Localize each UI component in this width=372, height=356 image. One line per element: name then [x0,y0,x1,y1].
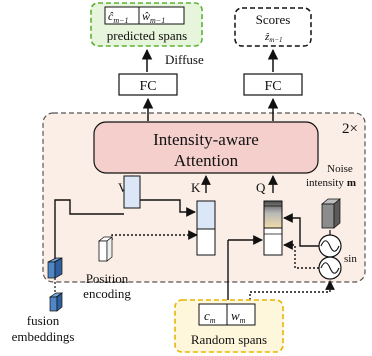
line-sin-to-q-bottom [283,240,319,269]
attention-block: Intensity-aware Attention [93,121,319,174]
noise-intensity-line1: Noise [327,163,353,175]
k-label: K [191,180,201,195]
position-encoding-line2: encoding [83,286,131,301]
fc-right-label: FC [264,79,281,94]
q-token-span [263,227,283,256]
fusion-embedding-cube-top [47,257,63,279]
position-encoding-line1: Position [86,271,129,286]
noise-intensity-cube [321,198,341,229]
predicted-spans-caption: predicted spans [107,28,188,43]
v-label: V [118,180,128,195]
random-spans-caption: Random spans [191,332,267,347]
repeat-label: 2× [342,121,358,137]
attention-title-line2: Attention [174,151,239,170]
fc-right-box: FC [243,73,303,96]
k-token-content [196,200,216,230]
random-w-cell: wm [231,308,246,325]
fusion-embedding-cube [48,292,64,312]
sin-encoder-icon-upper [318,234,342,258]
q-label: Q [256,180,266,195]
k-token-position [196,228,216,256]
scores-title: Scores [256,12,291,27]
scores-box: Scores ẑm−1 [234,7,312,47]
sin-encoder-icon-lower [318,256,342,280]
fc-left-label: FC [139,79,156,94]
line-v-to-k [140,199,196,217]
fusion-embeddings-line1: fusion [27,313,60,328]
predicted-w-cell: ŵm−1 [142,9,165,25]
fc-left-box: FC [118,73,178,96]
fusion-embeddings-line2: embeddings [12,329,75,344]
sin-label: sin [344,253,357,265]
scores-value: ẑm−1 [264,31,283,44]
line-fusion-to-v [54,199,124,260]
predicted-spans-box: ĉm−1 ŵm−1 predicted spans [90,2,203,47]
attention-title-line1: Intensity-aware [153,130,259,149]
line-random-to-sin [249,280,335,300]
position-encoding-icon [98,236,113,262]
line-sin-to-q-top [283,213,319,247]
v-token [123,175,141,209]
diffuse-label: Diffuse [165,52,204,67]
predicted-c-cell: ĉm−1 [108,9,129,25]
random-c-cell: cm [204,308,216,325]
random-spans-box: cm wm Random spans [174,299,284,353]
q-token-noise [263,200,283,229]
